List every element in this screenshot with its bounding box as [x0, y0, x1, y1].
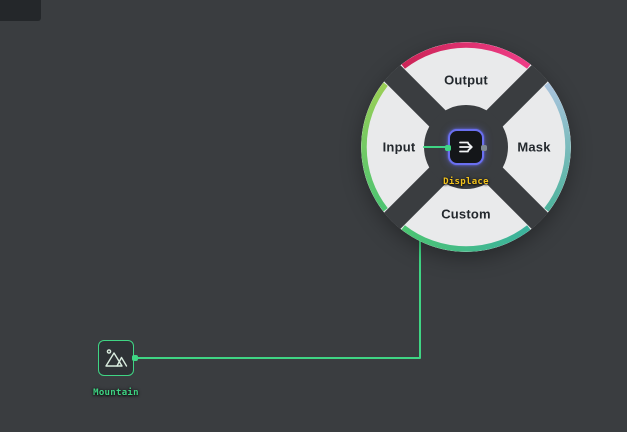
menu-option-custom[interactable]: Custom: [441, 206, 491, 222]
mountain-icon: [105, 349, 128, 367]
displace-input-port[interactable]: [445, 145, 451, 151]
custom-sector-arc: [401, 225, 531, 252]
menu-option-input[interactable]: Input: [382, 139, 416, 155]
displace-arrow-icon: [459, 141, 473, 153]
displace-node[interactable]: [445, 129, 487, 165]
menu-option-output[interactable]: Output: [444, 72, 488, 88]
mountain-node[interactable]: [98, 340, 138, 376]
displace-output-port[interactable]: [481, 145, 487, 151]
mountain-output-port[interactable]: [132, 355, 138, 361]
output-sector-arc: [401, 42, 531, 69]
menu-option-mask[interactable]: Mask: [517, 139, 551, 155]
mountain-node-label: Mountain: [93, 388, 139, 398]
input-sector-arc: [361, 82, 388, 212]
top-left-panel: [0, 0, 41, 21]
mask-sector-arc: [544, 82, 571, 212]
displace-node-label: Displace: [443, 177, 489, 187]
